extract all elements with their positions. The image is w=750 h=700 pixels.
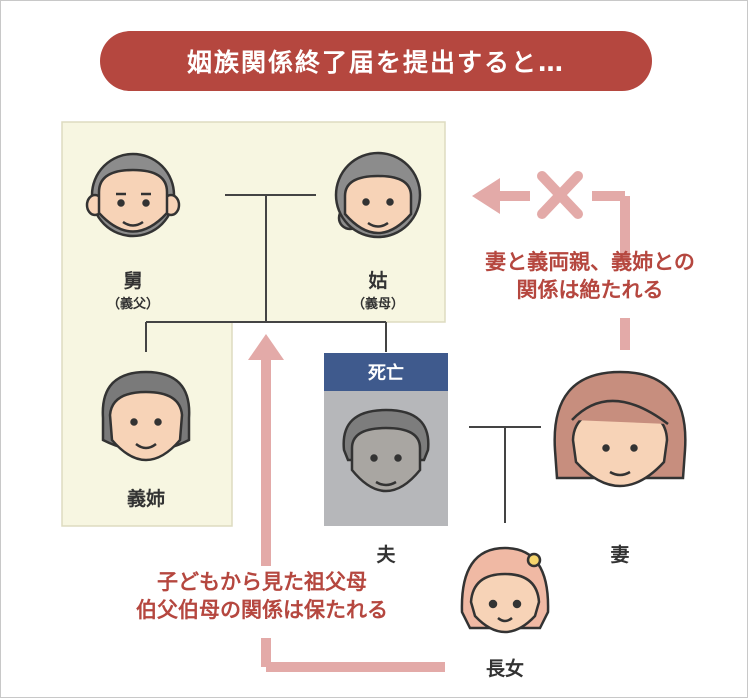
deceased-badge: 死亡 xyxy=(324,353,448,391)
cross-mark xyxy=(537,171,583,219)
father-in-law-face xyxy=(85,152,181,238)
severed-note-line1: 妻と義両親、義姉との xyxy=(485,250,695,274)
sister-in-law-face xyxy=(101,370,191,462)
father-in-law-label: 舅 （義父） xyxy=(83,266,183,312)
daughter-name: 長女 xyxy=(485,658,524,680)
daughter-face xyxy=(460,546,550,634)
mother-in-law-face xyxy=(334,151,422,239)
kept-arrow xyxy=(261,352,445,672)
father-in-law-name: 舅 xyxy=(123,270,143,292)
severed-relationship-note: 妻と義両親、義姉との 関係は絶たれる xyxy=(440,248,740,305)
kept-note-line2: 伯父伯母の関係は保たれる xyxy=(136,598,388,623)
father-in-law-sub: （義父） xyxy=(106,297,159,312)
severed-note-line2: 関係は絶たれる xyxy=(516,278,664,303)
husband-face xyxy=(342,408,430,493)
family-tree-lines xyxy=(145,194,541,523)
severed-arrowhead xyxy=(472,178,500,214)
page-title: 姻族関係終了届を提出すると… xyxy=(100,31,652,91)
husband-name: 夫 xyxy=(376,544,396,566)
kept-arrowhead xyxy=(248,334,284,360)
sister-in-law-name: 義姉 xyxy=(126,488,165,510)
mother-in-law-label: 姑 （義母） xyxy=(328,266,428,312)
mother-in-law-name: 姑 xyxy=(368,270,388,292)
wife-name: 妻 xyxy=(610,544,630,566)
kept-relationship-note: 子どもから見た祖父母 伯父伯母の関係は保たれる xyxy=(62,568,462,625)
wife-face xyxy=(553,370,687,488)
mother-in-law-sub: （義母） xyxy=(351,297,404,312)
kept-note-line1: 子どもから見た祖父母 xyxy=(157,570,367,594)
